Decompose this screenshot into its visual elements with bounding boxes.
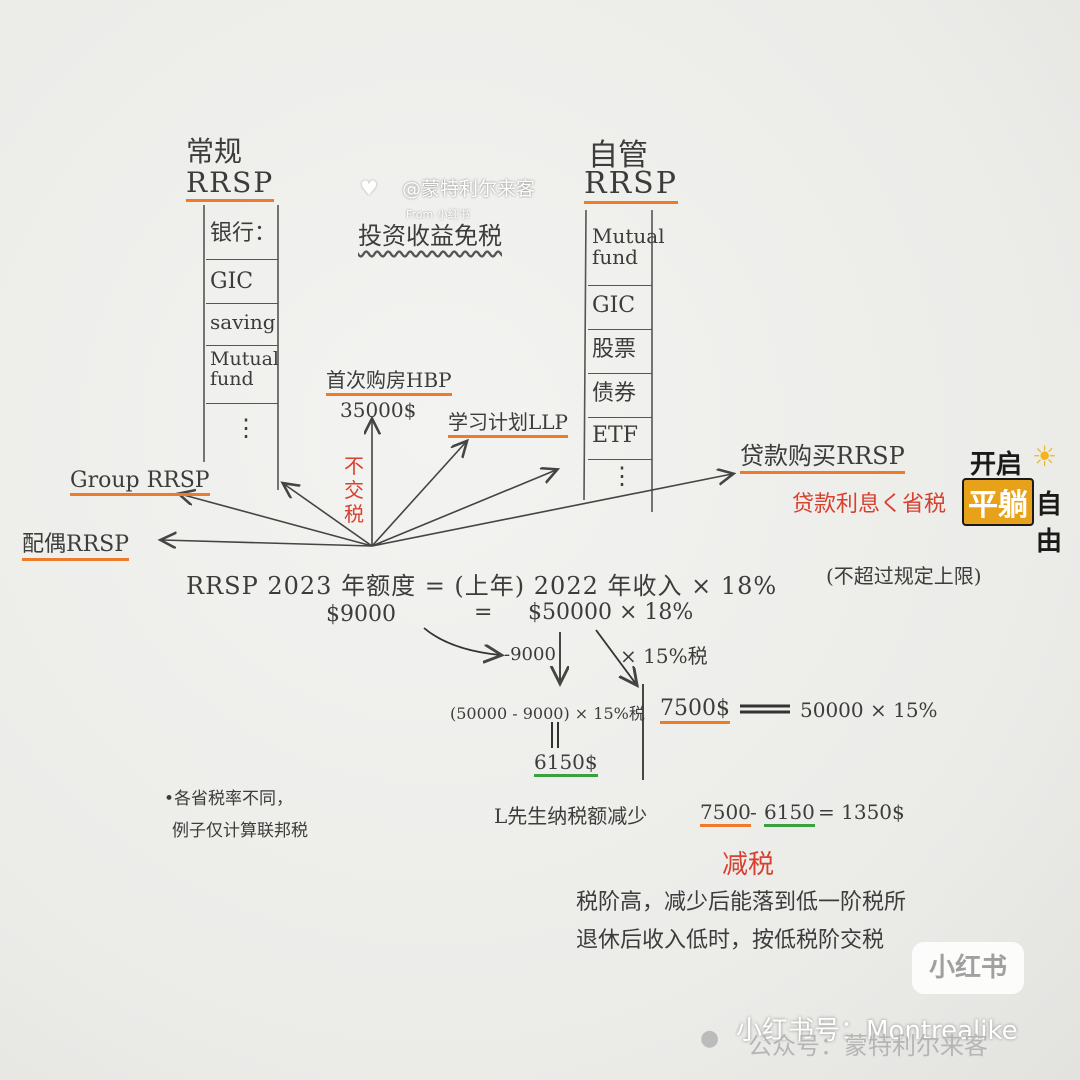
minus-9000: -9000 [504, 644, 556, 665]
result-7500: 7500$ [660, 696, 730, 724]
regular-item-more: ⋮ [234, 414, 258, 442]
self-item: ETF [588, 418, 652, 460]
result-6150: 6150$ [534, 750, 598, 777]
self-item: 债券 [588, 374, 652, 418]
regular-item: saving [206, 304, 278, 346]
calc-a: (50000 - 9000) × 15%税 [450, 704, 645, 723]
formula-left: $9000 [326, 602, 396, 627]
spouse-rrsp-label: 配偶RRSP [22, 526, 130, 561]
regular-item: 银行： [206, 212, 278, 260]
reduce-result: = 1350$ [818, 800, 905, 824]
limit-note: (不超过规定上限) [826, 564, 982, 588]
formula-line: RRSP 2023 年额度 = (上年) 2022 年收入 × 18% [186, 572, 778, 600]
times-15-tax: × 15%税 [620, 644, 708, 668]
sticker-line1: 开启 [970, 450, 1023, 480]
side-note-line1: •各省税率不同， [164, 789, 294, 809]
loan-rrsp-label: 贷款购买RRSP [740, 436, 905, 474]
reduce-dash: - [750, 800, 757, 824]
hbp-amount: 35000$ [340, 398, 417, 422]
self-item: 股票 [588, 330, 652, 374]
arrow-group [180, 494, 373, 547]
sticker-line2: 平躺 [962, 478, 1034, 526]
tax-cut-label: 减税 [722, 850, 775, 880]
sun-icon: ☀ [1032, 440, 1058, 473]
self-heading-cn: 自管 [588, 138, 648, 173]
regular-column-outline [203, 205, 279, 490]
watermark-account: @蒙特利尔来客 [402, 178, 536, 200]
regular-heading-cn: 常规 [186, 135, 243, 168]
self-item-more: ⋮ [610, 462, 634, 490]
wechat-icon: ● [700, 1026, 720, 1051]
diagram-title: 投资收益免税 [358, 222, 502, 250]
watermark-wechat: 公众号：蒙特利尔来客 [748, 1032, 988, 1060]
formula-eq: = [474, 600, 493, 625]
self-column-outline [583, 209, 653, 512]
arrow-minus9000 [423, 627, 500, 655]
self-item: GIC [588, 286, 652, 330]
self-item: Mutual fund [588, 220, 665, 286]
arrow-loan [371, 474, 732, 547]
reduce-prefix: L先生纳税额减少 [494, 804, 648, 828]
reduce-6150: 6150 [764, 800, 815, 827]
equal-bar-a [551, 722, 559, 748]
llp-label: 学习计划LLP [448, 406, 569, 438]
arrow-llp [371, 442, 466, 547]
formula-right: $50000 × 18% [528, 600, 694, 625]
no-tax-label: 不交税 [344, 454, 364, 526]
watermark-source: From 小红书 [406, 208, 470, 221]
regular-item: GIC [206, 260, 278, 304]
loan-note: 贷款利息く省税 [792, 492, 947, 517]
watermark-heart-icon: ♥ [360, 176, 378, 200]
note-line2: 退休后收入低时，按低税阶交税 [576, 928, 885, 953]
arrow-regular [284, 484, 373, 547]
regular-item: Mutual fund [206, 346, 279, 404]
regular-heading-rrsp: RRSP [186, 166, 275, 202]
reduce-7500: 7500 [700, 800, 751, 827]
self-heading-rrsp: RRSP [584, 166, 678, 204]
equal-bar-b [740, 704, 790, 714]
sticker-line3: 自由 [1036, 490, 1063, 557]
calc-b: 50000 × 15% [800, 698, 938, 722]
xiaohongshu-badge: 小红书 [912, 942, 1024, 994]
arrow-self [371, 470, 556, 547]
group-rrsp-label: Group RRSP [70, 468, 210, 496]
note-line1: 税阶高，减少后能落到低一阶税所 [576, 890, 907, 915]
arrow-down-b [595, 629, 636, 684]
side-note-line2: 例子仅计算联邦税 [172, 821, 308, 841]
arrow-spouse [162, 540, 373, 546]
watermark-bottom-id: 小红书号：Montrealike [736, 1016, 1018, 1046]
hbp-label: 首次购房HBP [326, 364, 452, 396]
